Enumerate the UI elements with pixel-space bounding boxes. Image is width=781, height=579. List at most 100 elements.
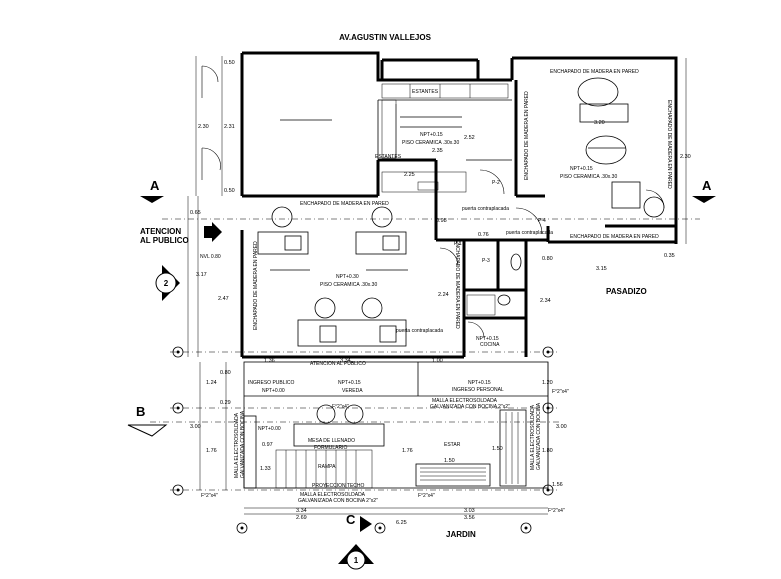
atencion-line-1: ATENCION — [140, 227, 181, 236]
nivel-left-label: NVL 0.80 — [200, 254, 221, 260]
dim-080: 0.80 — [220, 370, 231, 376]
npt-main-label: NPT+0.30 — [336, 274, 359, 280]
npt-store-label: NPT+0.15 — [420, 132, 443, 138]
dim-120: 1.20 — [542, 380, 553, 386]
bathroom-fixtures — [466, 253, 522, 316]
main-hall-furniture — [257, 206, 408, 347]
section-b-label: B — [136, 404, 145, 419]
dim-356: 3.56 — [464, 515, 475, 521]
ingreso-personal-label: INGRESO PERSONAL — [452, 387, 504, 393]
dim-133: 1.33 — [260, 466, 271, 472]
dim-625: 6.25 — [396, 520, 407, 526]
malla-top-2-label: GALVANIZADA CON BOCINA 2"x2" — [430, 404, 510, 410]
enchapado-right-vertical: ENCHAPADO DE MADERA EN PARED — [666, 100, 672, 189]
dim-029: 0.29 — [220, 400, 231, 406]
p3-label: P-3 — [482, 258, 490, 264]
malla-right-2-label: GALVANIZADA CON BOCINA — [536, 402, 542, 470]
npt-office-label: NPT+0.15 — [570, 166, 593, 172]
section-c-label: C — [346, 512, 356, 527]
section-b-marker — [127, 424, 168, 437]
section-c-marker — [360, 516, 372, 532]
estantes-left-label: ESTANTES — [375, 154, 402, 160]
malla-bottom-2-label: GALVANIZADA CON BOCINA 2"x2" — [298, 498, 378, 504]
enchapado-main-right: ENCHAPADO DE MADERA EN PARED — [454, 240, 460, 329]
p4-label: P-4 — [538, 218, 546, 224]
dim-252: 2.52 — [464, 135, 475, 141]
dim-076: 0.76 — [478, 232, 489, 238]
dim-334: 3.34 — [340, 358, 351, 364]
fierro-5: F°2"x4" — [332, 404, 349, 410]
section-a-right: A — [702, 178, 712, 193]
dim-100: 1.00 — [432, 358, 443, 364]
npt-mesa-label: NPT+0.00 — [258, 426, 281, 432]
dim-303: 3.03 — [464, 508, 475, 514]
dim-230r: 2.30 — [680, 154, 691, 160]
malla-bottom-label: MALLA ELECTROSOLDADA — [300, 492, 366, 498]
puerta-top-label: puerta contraplacada — [462, 206, 509, 212]
dim-176: 1.76 — [206, 448, 217, 454]
piso-store-label: PISO CERAMICA .30x.30 — [402, 140, 459, 146]
dim-334b: 3.34 — [296, 508, 307, 514]
jardin-label: JARDIN — [446, 530, 476, 539]
fierro-3: F°2"x4" — [552, 389, 569, 395]
dim-124: 1.24 — [206, 380, 217, 386]
dim-300r: 3.00 — [556, 424, 567, 430]
doors — [201, 65, 665, 339]
dim-317: 3.17 — [196, 272, 207, 278]
npt-vereda-label: NPT+0.15 — [338, 380, 361, 386]
cocina-label: COCINA — [480, 342, 500, 348]
enchapado-office-vertical: ENCHAPADO DE MADERA EN PARED — [524, 91, 530, 180]
shelving — [280, 83, 509, 193]
estantes-top-label: ESTANTES — [412, 89, 439, 95]
enchapado-top-right: ENCHAPADO DE MADERA EN PARED — [550, 69, 639, 75]
axis-2-marker — [155, 265, 180, 301]
dim-225: 2.25 — [404, 172, 415, 178]
dim-050b: 0.50 — [224, 188, 235, 194]
atencion-line-2: AL PUBLICO — [140, 236, 189, 245]
atencion-counter-label: ATENCION AL PUBLICO — [310, 361, 366, 367]
axis-2-label: 2 — [164, 279, 169, 288]
section-a-left: A — [150, 178, 160, 193]
piso-main-label: PISO CERAMICA .30x.30 — [320, 282, 377, 288]
section-a-right-marker — [692, 196, 716, 203]
dim-080r: 0.80 — [542, 256, 553, 262]
dim-097: 0.97 — [262, 442, 273, 448]
vereda-label: VEREDA — [342, 388, 363, 394]
section-a-left-marker — [140, 196, 164, 203]
dim-136: 1.36 — [264, 358, 275, 364]
malla-left-2-label: GALVANIZADA CON BOCINA — [240, 410, 246, 478]
dim-076b: 1.76 — [402, 448, 413, 454]
proyeccion-label: PROYECCION TECHO — [312, 483, 365, 489]
fierro-4: F°2"x4" — [548, 508, 565, 514]
dim-230: 2.30 — [198, 124, 209, 130]
fierro-2: F°2"x4" — [418, 493, 435, 499]
dim-234: 2.34 — [540, 298, 551, 304]
estar-label: ESTAR — [444, 442, 461, 448]
dim-224: 2.24 — [438, 292, 449, 298]
enchapado-main-top: ENCHAPADO DE MADERA EN PARED — [300, 201, 389, 207]
fierro-1: F°2"x4" — [201, 493, 218, 499]
dimension-lines — [187, 56, 687, 515]
dim-180: 1.80 — [542, 448, 553, 454]
mesa-line2-label: FORMULARIO — [314, 445, 347, 451]
dim-150b: 1.50 — [444, 458, 455, 464]
dim-035: 0.35 — [664, 253, 675, 259]
dim-315: 3.15 — [596, 266, 607, 272]
malla-right-label: MALLA ELECTROSOLDADA — [530, 404, 536, 470]
exterior-walls — [240, 51, 678, 359]
ingreso-publico-label: INGRESO PUBLICO — [248, 380, 295, 386]
npt-ingreso-label: NPT+0.00 — [262, 388, 285, 394]
dim-065: 0.65 — [190, 210, 201, 216]
dim-098: 0.98 — [436, 218, 447, 224]
pasadizo-label: PASADIZO — [606, 287, 647, 296]
dim-269: 2.69 — [296, 515, 307, 521]
enchapado-bottom-right: ENCHAPADO DE MADERA EN PARED — [570, 234, 659, 240]
enchapado-main-left: ENCHAPADO DE MADERA EN PARED — [253, 241, 259, 330]
p2-label: P-2 — [492, 180, 500, 186]
axis-1-label: 1 — [354, 556, 359, 565]
entry-arrow-icon — [204, 222, 222, 242]
piso-office-label: PISO CERAMICA .30x.30 — [560, 174, 617, 180]
npt-personal-label: NPT+0.15 — [468, 380, 491, 386]
dim-050a: 0.50 — [224, 60, 235, 66]
